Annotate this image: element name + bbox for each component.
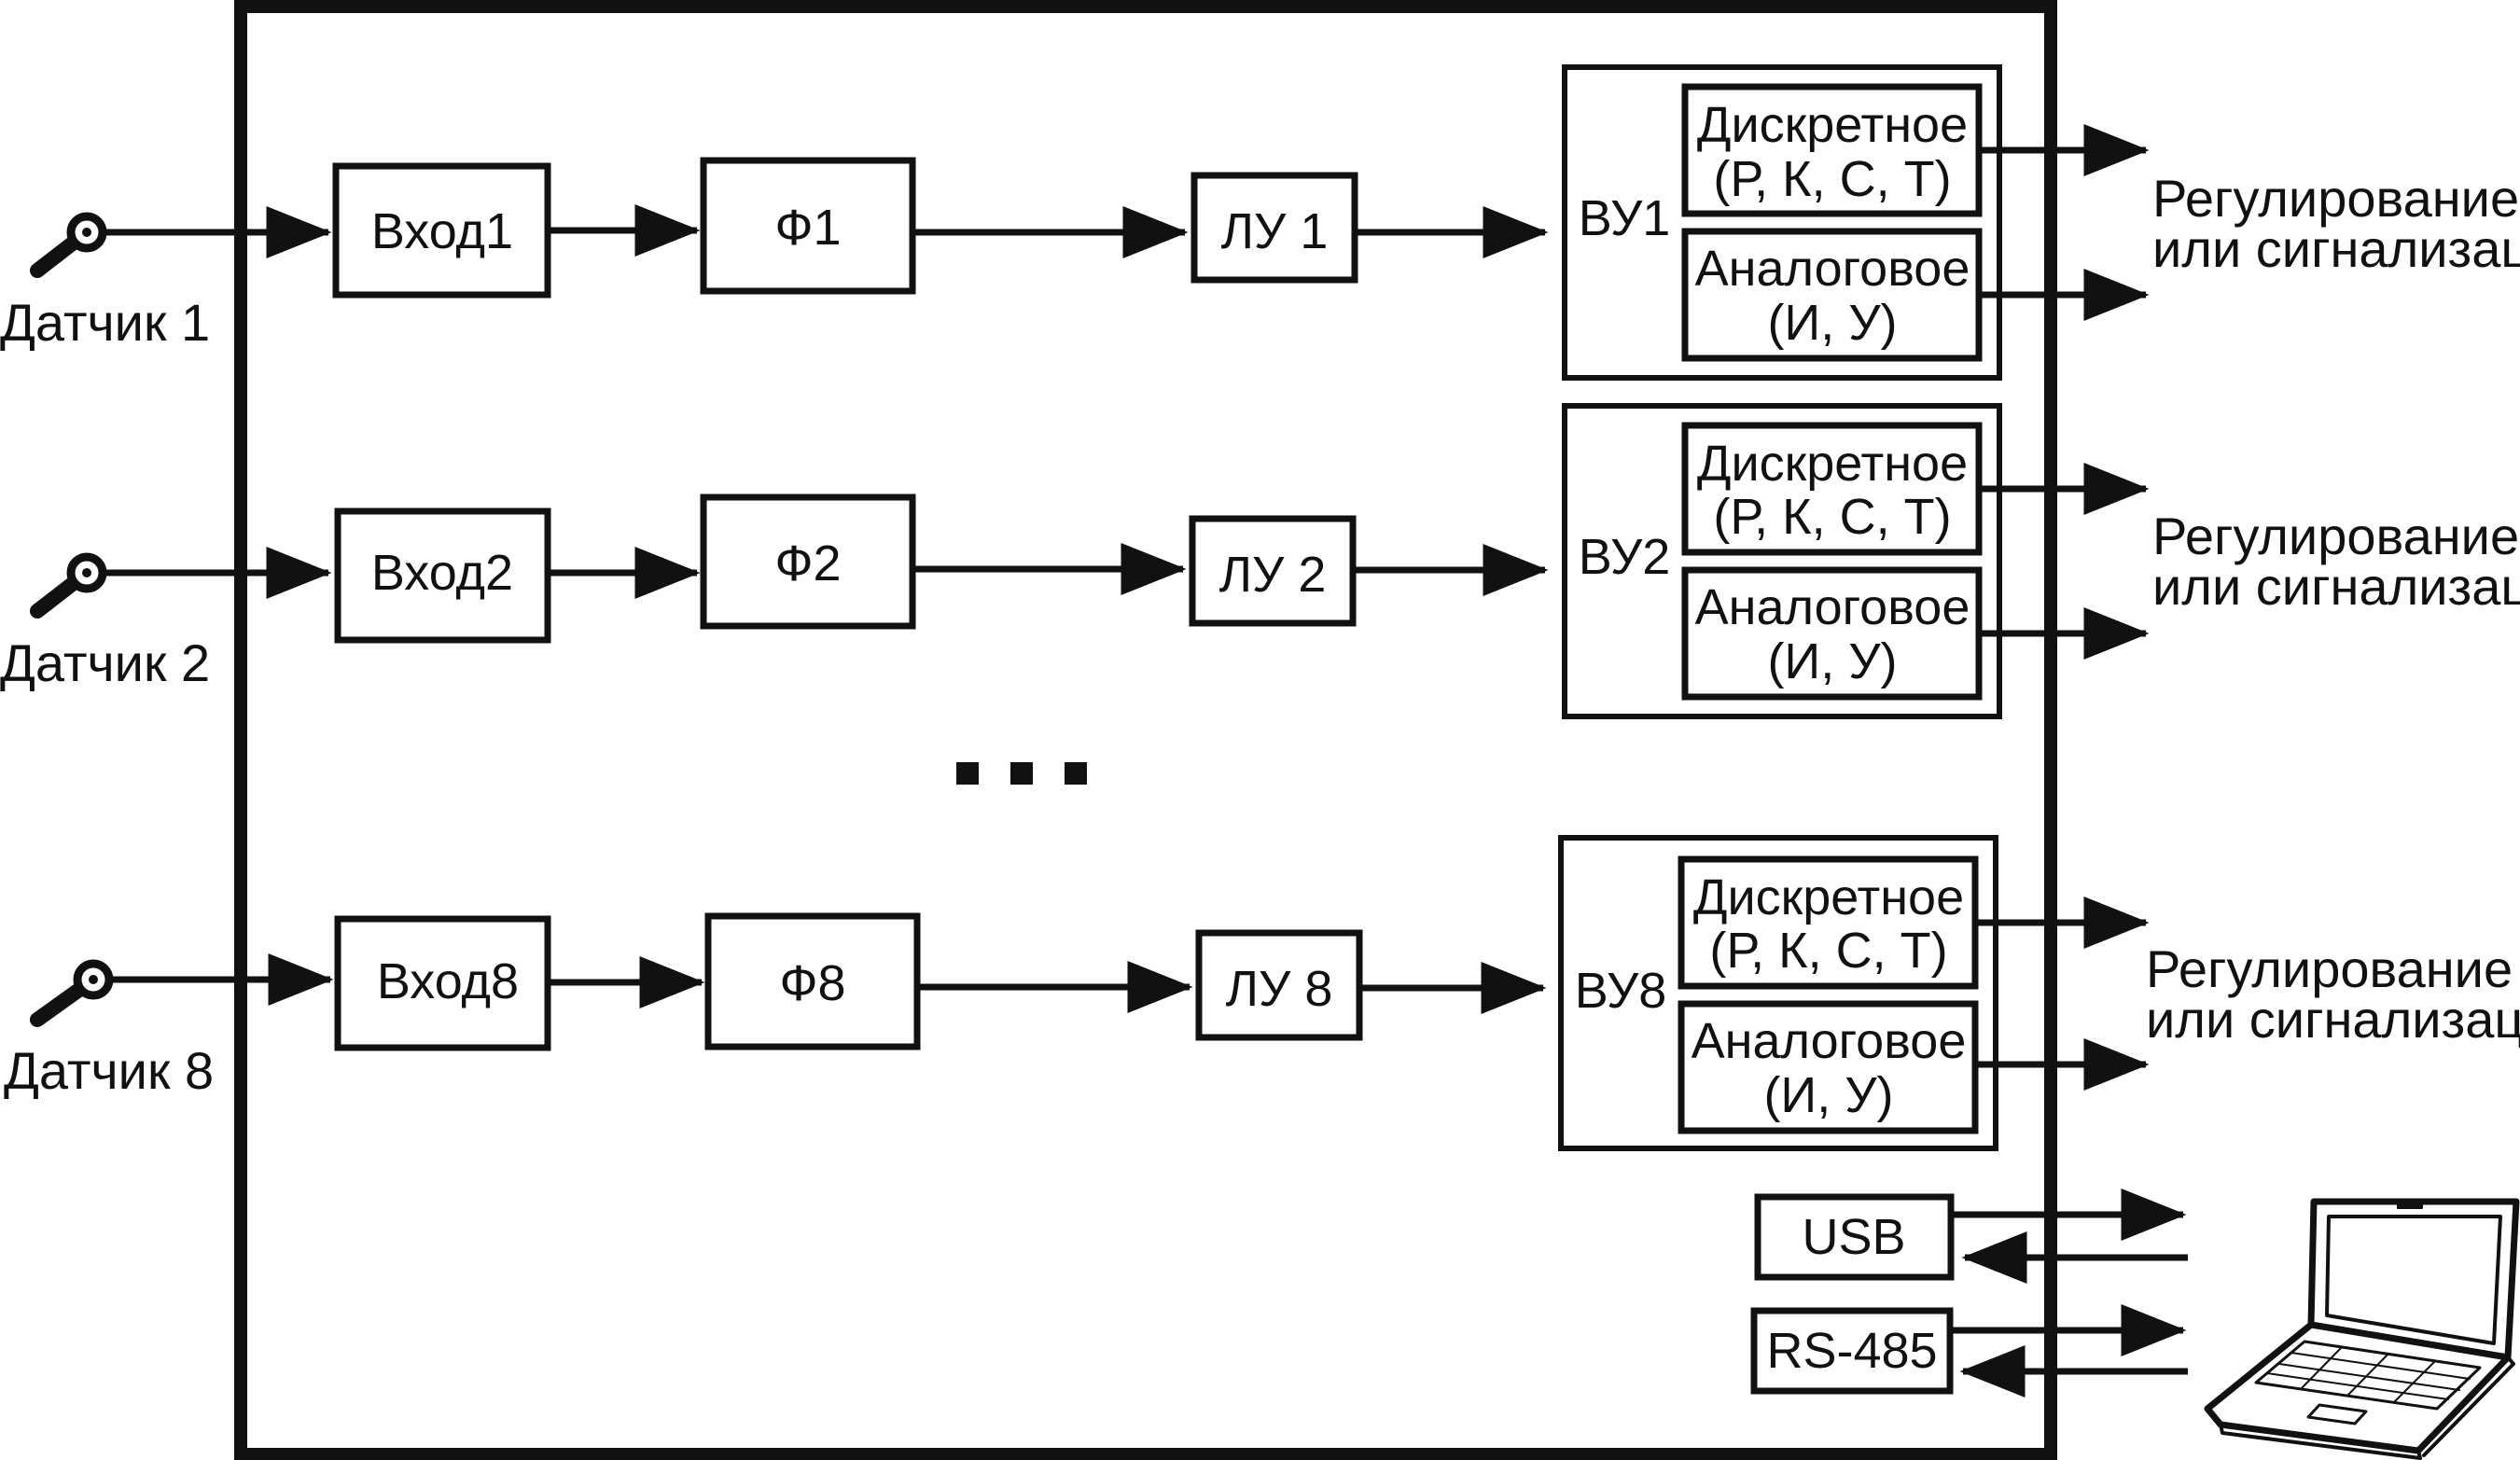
logic-unit-label: ЛУ 1	[1221, 203, 1329, 259]
input-block-label: Вход2	[371, 545, 513, 601]
analog-output-title: Аналоговое	[1692, 1013, 1967, 1069]
output-unit-label: ВУ2	[1579, 529, 1671, 585]
channel-1: Датчик 1 Вход1 Ф1 ЛУ 1 ВУ1 Дискретное (Р…	[0, 64, 2520, 381]
rs485-block	[1750, 1307, 1954, 1395]
filter-block	[700, 157, 916, 295]
sensor-label: Датчик 2	[0, 633, 210, 692]
filter-block	[704, 912, 921, 1050]
discrete-output-block	[1678, 855, 1979, 990]
input-block	[332, 162, 551, 299]
input-block-label: Вход8	[377, 953, 519, 1009]
analog-output-types: (И, У)	[1767, 295, 1897, 351]
discrete-output-types: (Р, К, С, Т)	[1713, 151, 1951, 207]
logic-unit-label: ЛУ 8	[1226, 961, 1333, 1017]
analog-output-title: Аналоговое	[1695, 579, 1970, 635]
outcome-label: Регулирование	[2152, 507, 2519, 565]
analog-output-block	[1681, 228, 1983, 362]
logic-unit-label: ЛУ 2	[1219, 547, 1327, 603]
analog-output-block	[1678, 1000, 1979, 1134]
logic-unit-block	[1189, 515, 1357, 627]
analog-output-title: Аналоговое	[1695, 241, 1970, 297]
outcome-label: Регулирование	[2146, 939, 2513, 998]
channel-8: Датчик 8 Вход8 Ф8 ЛУ 8 ВУ8 Дискретное (Р…	[4, 835, 2520, 1151]
output-unit-label: ВУ1	[1579, 190, 1671, 246]
input-block	[334, 508, 551, 644]
discrete-output-block	[1681, 83, 1983, 217]
outcome-label: или сигнализация	[2152, 219, 2520, 278]
discrete-output-title: Дискретное	[1697, 97, 1968, 153]
outcome-label: Регулирование	[2152, 169, 2519, 228]
logic-unit-block	[1195, 929, 1363, 1041]
output-unit-label: ВУ8	[1575, 963, 1667, 1019]
sensor-probe-icon	[30, 212, 107, 278]
sensor-label: Датчик 1	[0, 293, 210, 352]
ellipsis-dots	[956, 762, 1087, 785]
laptop-icon	[2204, 1198, 2520, 1460]
discrete-output-title: Дискретное	[1693, 869, 1964, 925]
sensor-label: Датчик 8	[4, 1041, 214, 1100]
discrete-output-block	[1681, 422, 1983, 556]
rs485-label: RS-485	[1766, 1323, 1937, 1379]
filter-block	[700, 494, 916, 630]
channel-2: Датчик 2 Вход2 Ф2 ЛУ 2 ВУ2 Дискретное (Р…	[0, 403, 2520, 719]
discrete-output-title: Дискретное	[1697, 436, 1968, 492]
sensor-probe-icon	[30, 959, 114, 1027]
outcome-label: или сигнализация	[2152, 557, 2520, 616]
analog-output-block	[1681, 566, 1983, 701]
filter-block-label: Ф8	[779, 955, 845, 1011]
filter-block-label: Ф2	[774, 535, 841, 591]
usb-label: USB	[1802, 1209, 1905, 1265]
analog-output-types: (И, У)	[1763, 1067, 1893, 1123]
interfaces: USB RS-485	[1750, 1189, 2188, 1397]
input-block-label: Вход1	[371, 203, 513, 259]
discrete-output-types: (Р, К, С, Т)	[1713, 489, 1951, 545]
logic-unit-block	[1190, 172, 1358, 284]
analog-output-types: (И, У)	[1767, 633, 1897, 689]
device-enclosure	[234, 0, 2057, 1460]
usb-block	[1754, 1193, 1955, 1281]
input-block	[334, 915, 551, 1051]
discrete-output-types: (Р, К, С, Т)	[1709, 923, 1947, 979]
sensor-probe-icon	[30, 552, 107, 619]
filter-block-label: Ф1	[774, 200, 841, 256]
outcome-label: или сигнализация	[2146, 990, 2520, 1049]
